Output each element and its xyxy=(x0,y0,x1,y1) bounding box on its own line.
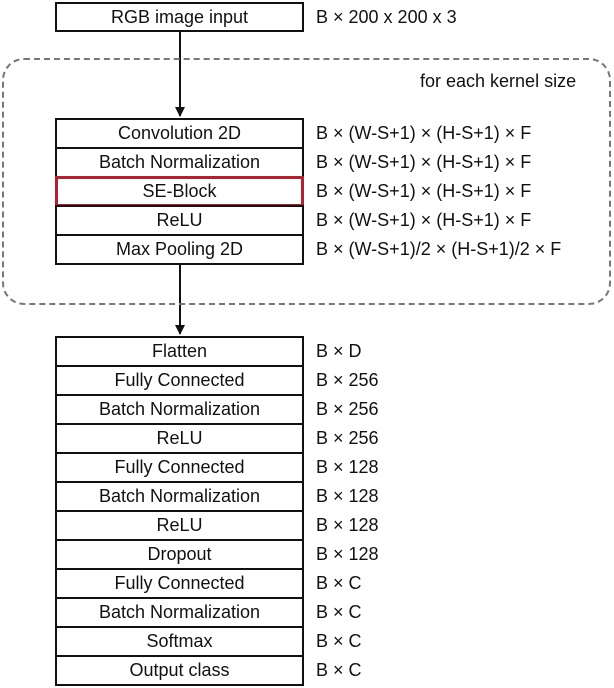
head-layer-dim: B × 256 xyxy=(316,399,379,419)
head-layer-dim: B × 128 xyxy=(316,544,379,564)
group-layer-box: SE-Block xyxy=(55,176,304,207)
group-layer-box: Convolution 2D xyxy=(55,118,304,149)
group-layer-dim: B × (W-S+1) × (H-S+1) × F xyxy=(316,123,532,143)
group-layer-label: Max Pooling 2D xyxy=(115,239,244,259)
head-layer-box: Fully Connected xyxy=(55,365,304,396)
head-layer-dim: B × C xyxy=(316,573,362,593)
head-layer-dim: B × 128 xyxy=(316,515,379,535)
group-layer-dim: B × (W-S+1) × (H-S+1) × F xyxy=(316,152,532,172)
group-layer-dim: B × (W-S+1) × (H-S+1) × F xyxy=(316,210,532,230)
head-layer-box: Output class xyxy=(55,655,304,686)
head-layer-dim: B × 128 xyxy=(316,457,379,477)
head-layer-dim: B × C xyxy=(316,631,362,651)
head-layer-label: Dropout xyxy=(147,544,212,564)
head-layer-label: Batch Normalization xyxy=(98,399,261,419)
head-layer-label: Batch Normalization xyxy=(98,602,261,622)
head-layer-box: Fully Connected xyxy=(55,452,304,483)
group-layer-box: ReLU xyxy=(55,205,304,236)
head-layer-box: Softmax xyxy=(55,626,304,657)
group-layer-box: Batch Normalization xyxy=(55,147,304,178)
input-dim: B × 200 x 200 x 3 xyxy=(316,6,457,27)
head-layer-dim: B × 256 xyxy=(316,370,379,390)
head-layer-label: Fully Connected xyxy=(114,370,245,390)
head-layer-label: Batch Normalization xyxy=(98,486,261,506)
head-layer-label: ReLU xyxy=(156,428,203,448)
head-layer-dim: B × C xyxy=(316,602,362,622)
input-box: RGB image input xyxy=(55,2,304,32)
head-layer-box: Batch Normalization xyxy=(55,597,304,628)
head-layer-box: Batch Normalization xyxy=(55,394,304,425)
head-layer-box: Dropout xyxy=(55,539,304,570)
head-layer-dim: B × D xyxy=(316,341,362,361)
head-layer-label: Softmax xyxy=(146,631,213,651)
head-layer-label: Flatten xyxy=(151,341,208,361)
head-layer-dim: B × C xyxy=(316,660,362,680)
head-layer-label: ReLU xyxy=(156,515,203,535)
kernel-group-label: for each kernel size xyxy=(420,71,577,91)
group-layer-dim: B × (W-S+1) × (H-S+1) × F xyxy=(316,181,532,201)
head-layer-dim: B × 256 xyxy=(316,428,379,448)
group-layer-label: ReLU xyxy=(156,210,203,230)
kernel-size-group xyxy=(2,58,611,305)
head-layer-box: ReLU xyxy=(55,423,304,454)
head-layer-box: ReLU xyxy=(55,510,304,541)
head-layer-label: Fully Connected xyxy=(114,457,245,477)
head-layer-label: Fully Connected xyxy=(114,573,245,593)
head-layer-box: Fully Connected xyxy=(55,568,304,599)
group-layer-box: Max Pooling 2D xyxy=(55,234,304,265)
group-layer-label: SE-Block xyxy=(142,181,217,201)
group-layer-label: Convolution 2D xyxy=(117,123,242,143)
input-label: RGB image input xyxy=(110,6,249,27)
head-layer-label: Output class xyxy=(129,660,230,680)
head-layer-box: Flatten xyxy=(55,336,304,367)
group-layer-label: Batch Normalization xyxy=(98,152,261,172)
group-layer-dim: B × (W-S+1)/2 × (H-S+1)/2 × F xyxy=(316,239,562,259)
head-layer-dim: B × 128 xyxy=(316,486,379,506)
head-layer-box: Batch Normalization xyxy=(55,481,304,512)
